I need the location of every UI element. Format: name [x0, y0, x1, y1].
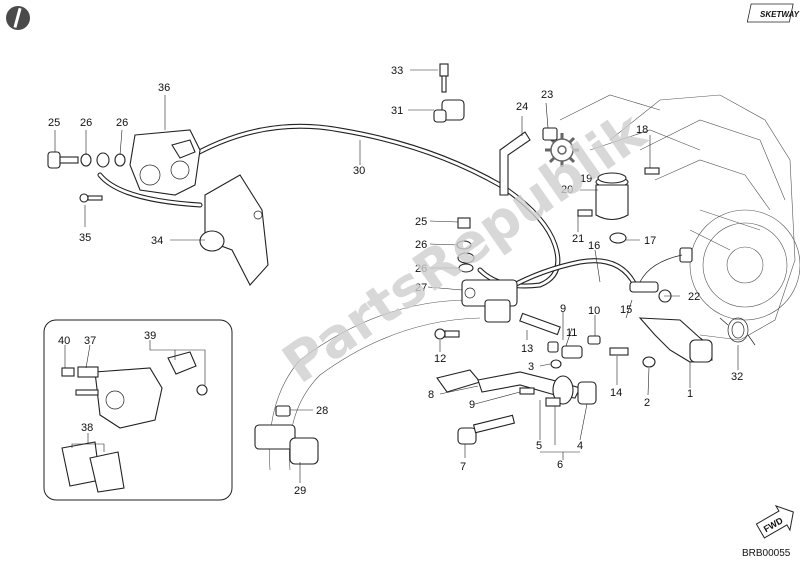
callout-18: 18 — [636, 124, 648, 136]
caliper-bracket — [199, 174, 269, 286]
callout-10: 10 — [588, 305, 600, 317]
callout-14: 14 — [610, 387, 622, 399]
banjo-25-26 — [456, 217, 475, 273]
callout-32: 32 — [731, 371, 743, 383]
bolt-18 — [644, 167, 660, 175]
nut-23 — [542, 127, 558, 141]
washers-26 — [80, 152, 126, 168]
callout-25: 25 — [415, 216, 427, 228]
clamp-17 — [609, 232, 627, 244]
callout-30: 30 — [353, 165, 365, 177]
brand-logo-text: SKETWAY — [760, 10, 800, 19]
switch-22 — [629, 247, 693, 303]
callout-26: 26 — [415, 263, 427, 275]
callout-34: 34 — [151, 235, 163, 247]
rear-caliper — [129, 129, 201, 196]
brand-logo: SKETWAY — [746, 3, 800, 23]
callout-26: 26 — [116, 117, 128, 129]
engine-outline — [269, 94, 800, 471]
callout-26: 26 — [80, 117, 92, 129]
callout-6: 6 — [557, 459, 563, 471]
callout-40: 40 — [58, 335, 70, 347]
return-spring-32 — [719, 317, 756, 346]
callout-23: 23 — [541, 89, 553, 101]
callout-1: 1 — [687, 388, 693, 400]
callout-12: 12 — [434, 353, 446, 365]
callout-27: 27 — [415, 282, 427, 294]
callout-38: 38 — [81, 422, 93, 434]
footrest-bracket — [638, 317, 713, 363]
callout-11: 11 — [566, 327, 577, 339]
screw-12 — [434, 328, 460, 340]
callout-9: 9 — [469, 399, 475, 411]
inset-box — [43, 319, 233, 501]
rear-master-cylinder-29 — [254, 405, 319, 465]
brake-pedal — [436, 369, 581, 407]
brake-fluid-reservoir — [595, 172, 629, 221]
callout-39: 39 — [144, 330, 156, 342]
screw-21 — [577, 209, 593, 217]
callout-29: 29 — [294, 485, 306, 497]
callout-16: 16 — [588, 240, 600, 252]
callout-22: 22 — [688, 291, 700, 303]
screw-14-2 — [609, 347, 656, 368]
fwd-arrow-icon: FWD — [755, 504, 794, 539]
callout-5: 5 — [536, 440, 542, 452]
callout-37: 37 — [84, 335, 96, 347]
callout-8: 8 — [428, 389, 434, 401]
master-cylinder — [461, 279, 518, 323]
callout-15: 15 — [620, 304, 632, 316]
banjo-bolt-33 — [439, 63, 449, 93]
callout-36: 36 — [158, 82, 170, 94]
small-parts-9-10-11 — [547, 335, 601, 369]
callout-9: 9 — [560, 303, 566, 315]
callout-7: 7 — [460, 461, 466, 473]
leader-lines — [54, 69, 739, 483]
bushings-4-5 — [577, 381, 597, 405]
diagram-code: BRB00055 — [742, 548, 791, 559]
callout-13: 13 — [521, 343, 533, 355]
callout-17: 17 — [644, 235, 656, 247]
callout-24: 24 — [516, 101, 528, 113]
bracket-24 — [499, 131, 531, 196]
callout-33: 33 — [391, 65, 403, 77]
screw-35 — [79, 193, 103, 203]
callout-26: 26 — [415, 239, 427, 251]
callout-28: 28 — [316, 405, 328, 417]
callout-labels: 25 26 26 36 35 34 33 31 30 24 23 18 19 2… — [48, 65, 743, 497]
pushrod-13 — [519, 312, 561, 336]
callout-2: 2 — [644, 397, 650, 409]
callout-25: 25 — [48, 117, 60, 129]
clip-31 — [433, 99, 465, 123]
callout-19: 19 — [580, 173, 592, 185]
bolt-25 — [47, 151, 79, 169]
callout-3: 3 — [528, 361, 534, 373]
callout-21: 21 — [572, 233, 584, 245]
pivot-pin-7 — [457, 414, 516, 445]
callout-31: 31 — [391, 105, 403, 117]
corner-circle-mark — [6, 6, 30, 30]
callout-20: 20 — [561, 184, 573, 196]
callout-35: 35 — [79, 232, 91, 244]
callout-4: 4 — [577, 440, 583, 452]
